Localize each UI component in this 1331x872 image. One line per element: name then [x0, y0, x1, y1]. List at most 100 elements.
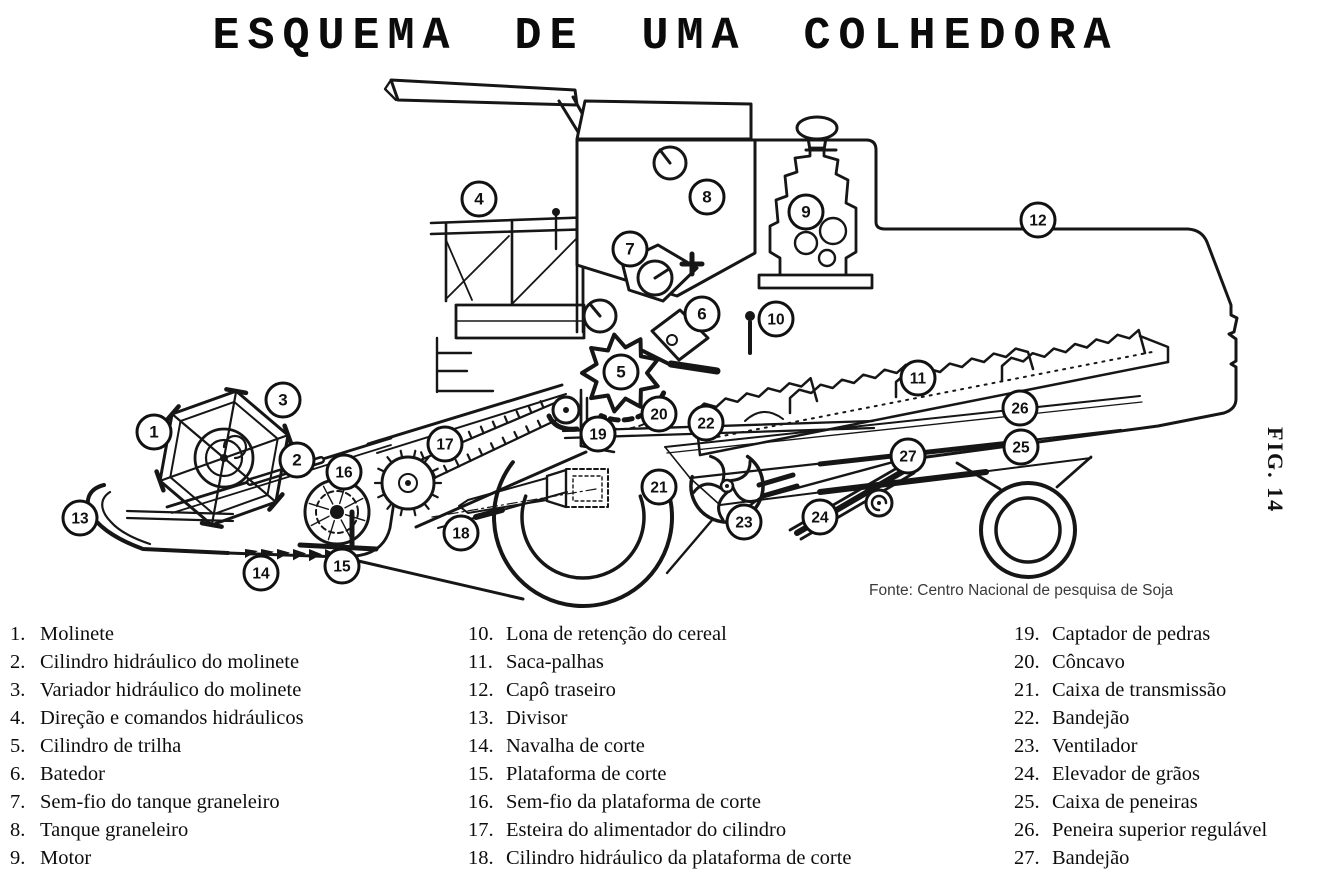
callout-number: 20 [650, 407, 667, 424]
reel-bat [154, 469, 166, 493]
legend-item-label: Lona de retenção do cereal [506, 623, 727, 645]
callout-22: 22 [687, 404, 725, 442]
callout-number: 6 [697, 305, 706, 324]
legend-item-24: 24. Elevador de grãos [1014, 760, 1267, 788]
callout-25: 25 [1002, 428, 1040, 466]
callout-5: 5 [602, 353, 640, 391]
legend-item-label: Elevador de grãos [1052, 763, 1200, 785]
legend-item-label: Bandejão [1052, 707, 1130, 729]
callout-number: 4 [474, 190, 484, 209]
callout-12: 12 [1019, 201, 1057, 239]
legend-item-26: 26.Peneira superior regulável [1014, 816, 1267, 844]
callout-circle [264, 381, 302, 419]
auger-drive [297, 542, 379, 552]
legend-item-number: 13. [468, 707, 494, 729]
callout-circle [640, 395, 678, 433]
legend-item-number: 16. [468, 791, 494, 813]
legend-item-label: Captador de pedras [1052, 623, 1211, 645]
legend-item-label: Sem-fio da plataforma de corte [506, 791, 761, 813]
legend-item-label: Esteira do alimentador do cilindro [506, 819, 787, 841]
fan-blade [717, 490, 730, 522]
reel-spoke [222, 434, 290, 460]
fan-blade [728, 459, 752, 483]
callout-number: 5 [616, 363, 625, 382]
legend-item-8: 8.Tanque graneleiro [10, 816, 304, 844]
legend-item-22: 22.Bandejão [1014, 704, 1267, 732]
callout-14: 14 [242, 554, 280, 592]
callout-17: 17 [426, 425, 464, 463]
legend-item-5: 5. Cilindro de trilha [10, 732, 304, 760]
callout-number: 10 [767, 312, 784, 329]
legend-item-number: 5. [10, 735, 26, 757]
callout-16: 16 [325, 453, 363, 491]
callout-number: 8 [702, 188, 711, 207]
callout-11: 11 [899, 359, 937, 397]
legend-item-number: 15. [468, 763, 494, 785]
callout-circle [1001, 389, 1039, 427]
cutter-tooth [245, 549, 258, 558]
legend-item-number: 6. [10, 763, 26, 785]
rear-hood [753, 138, 1239, 463]
legend-item-19: 19.Captador de pedras [1014, 620, 1267, 648]
callout-13: 13 [61, 499, 99, 537]
reel-group [154, 387, 294, 529]
legend-item-number: 25. [1014, 791, 1040, 813]
callout-10: 10 [757, 300, 795, 338]
callout-1: 1 [135, 413, 173, 451]
callout-circle [460, 180, 498, 218]
canopy-roof [389, 78, 579, 107]
fan-blade [692, 482, 724, 494]
figure-label: FIG. 14 [1263, 427, 1288, 514]
callout-circle [899, 359, 937, 397]
legend-item-number: 3. [10, 679, 26, 701]
legend-item-number: 9. [10, 847, 26, 869]
callout-circle [135, 413, 173, 451]
legend-item-label: Cilindro de trilha [40, 735, 182, 757]
callout-6: 6 [683, 295, 721, 333]
legend-item-label: Ventilador [1052, 735, 1138, 757]
callout-number: 22 [697, 416, 714, 433]
legend-item-12: 12.Capô traseiro [468, 676, 852, 704]
callout-number: 23 [735, 515, 753, 532]
fan-hub [719, 478, 735, 494]
callout-19: 19 [579, 415, 617, 453]
legend-item-label: Caixa de peneiras [1052, 791, 1198, 813]
legend-item-label: Batedor [40, 763, 105, 785]
ladder [435, 336, 495, 394]
legend-item-6: 6. Batedor [10, 760, 304, 788]
legend-item-label: Saca-palhas [506, 651, 604, 673]
callout-number: 19 [589, 427, 607, 444]
callout-circle [442, 514, 480, 552]
legend-item-label: Sem-fio do tanque graneleiro [40, 791, 280, 813]
callout-number: 3 [278, 391, 287, 410]
callout-26: 26 [1001, 389, 1039, 427]
fan-blade [709, 454, 726, 484]
callout-circle [325, 453, 363, 491]
legend-item-27: 27. Bandejão [1014, 844, 1267, 872]
legend-item-14: 14.Navalha de corte [468, 732, 852, 760]
callout-circle [683, 295, 721, 333]
cutter-tooth [309, 549, 322, 562]
straw-walker-section [693, 376, 819, 429]
callout-circle [1019, 201, 1057, 239]
legend-item-3: 3.Variador hidráulico do molinete [10, 676, 304, 704]
callout-circle [602, 353, 640, 391]
legend-item-16: 16. Sem-fio da plataforma de corte [468, 788, 852, 816]
legend-item-label: Cilindro hidráulico do molinete [40, 651, 300, 673]
legend-item-7: 7.Sem-fio do tanque graneleiro [10, 788, 304, 816]
harvester-line-art [85, 78, 1239, 608]
straw-walker-section [1000, 328, 1147, 383]
callout-circle [242, 554, 280, 592]
callout-8: 8 [688, 178, 726, 216]
legend-item-number: 24. [1014, 763, 1040, 785]
reel-bat [163, 404, 181, 424]
legend-item-label: Bandejão [1052, 847, 1130, 869]
reel-spoke [158, 456, 226, 482]
misc-detail-group [245, 478, 379, 562]
legend-item-label: Navalha de corte [506, 735, 645, 757]
legend-item-number: 27. [1014, 847, 1040, 869]
